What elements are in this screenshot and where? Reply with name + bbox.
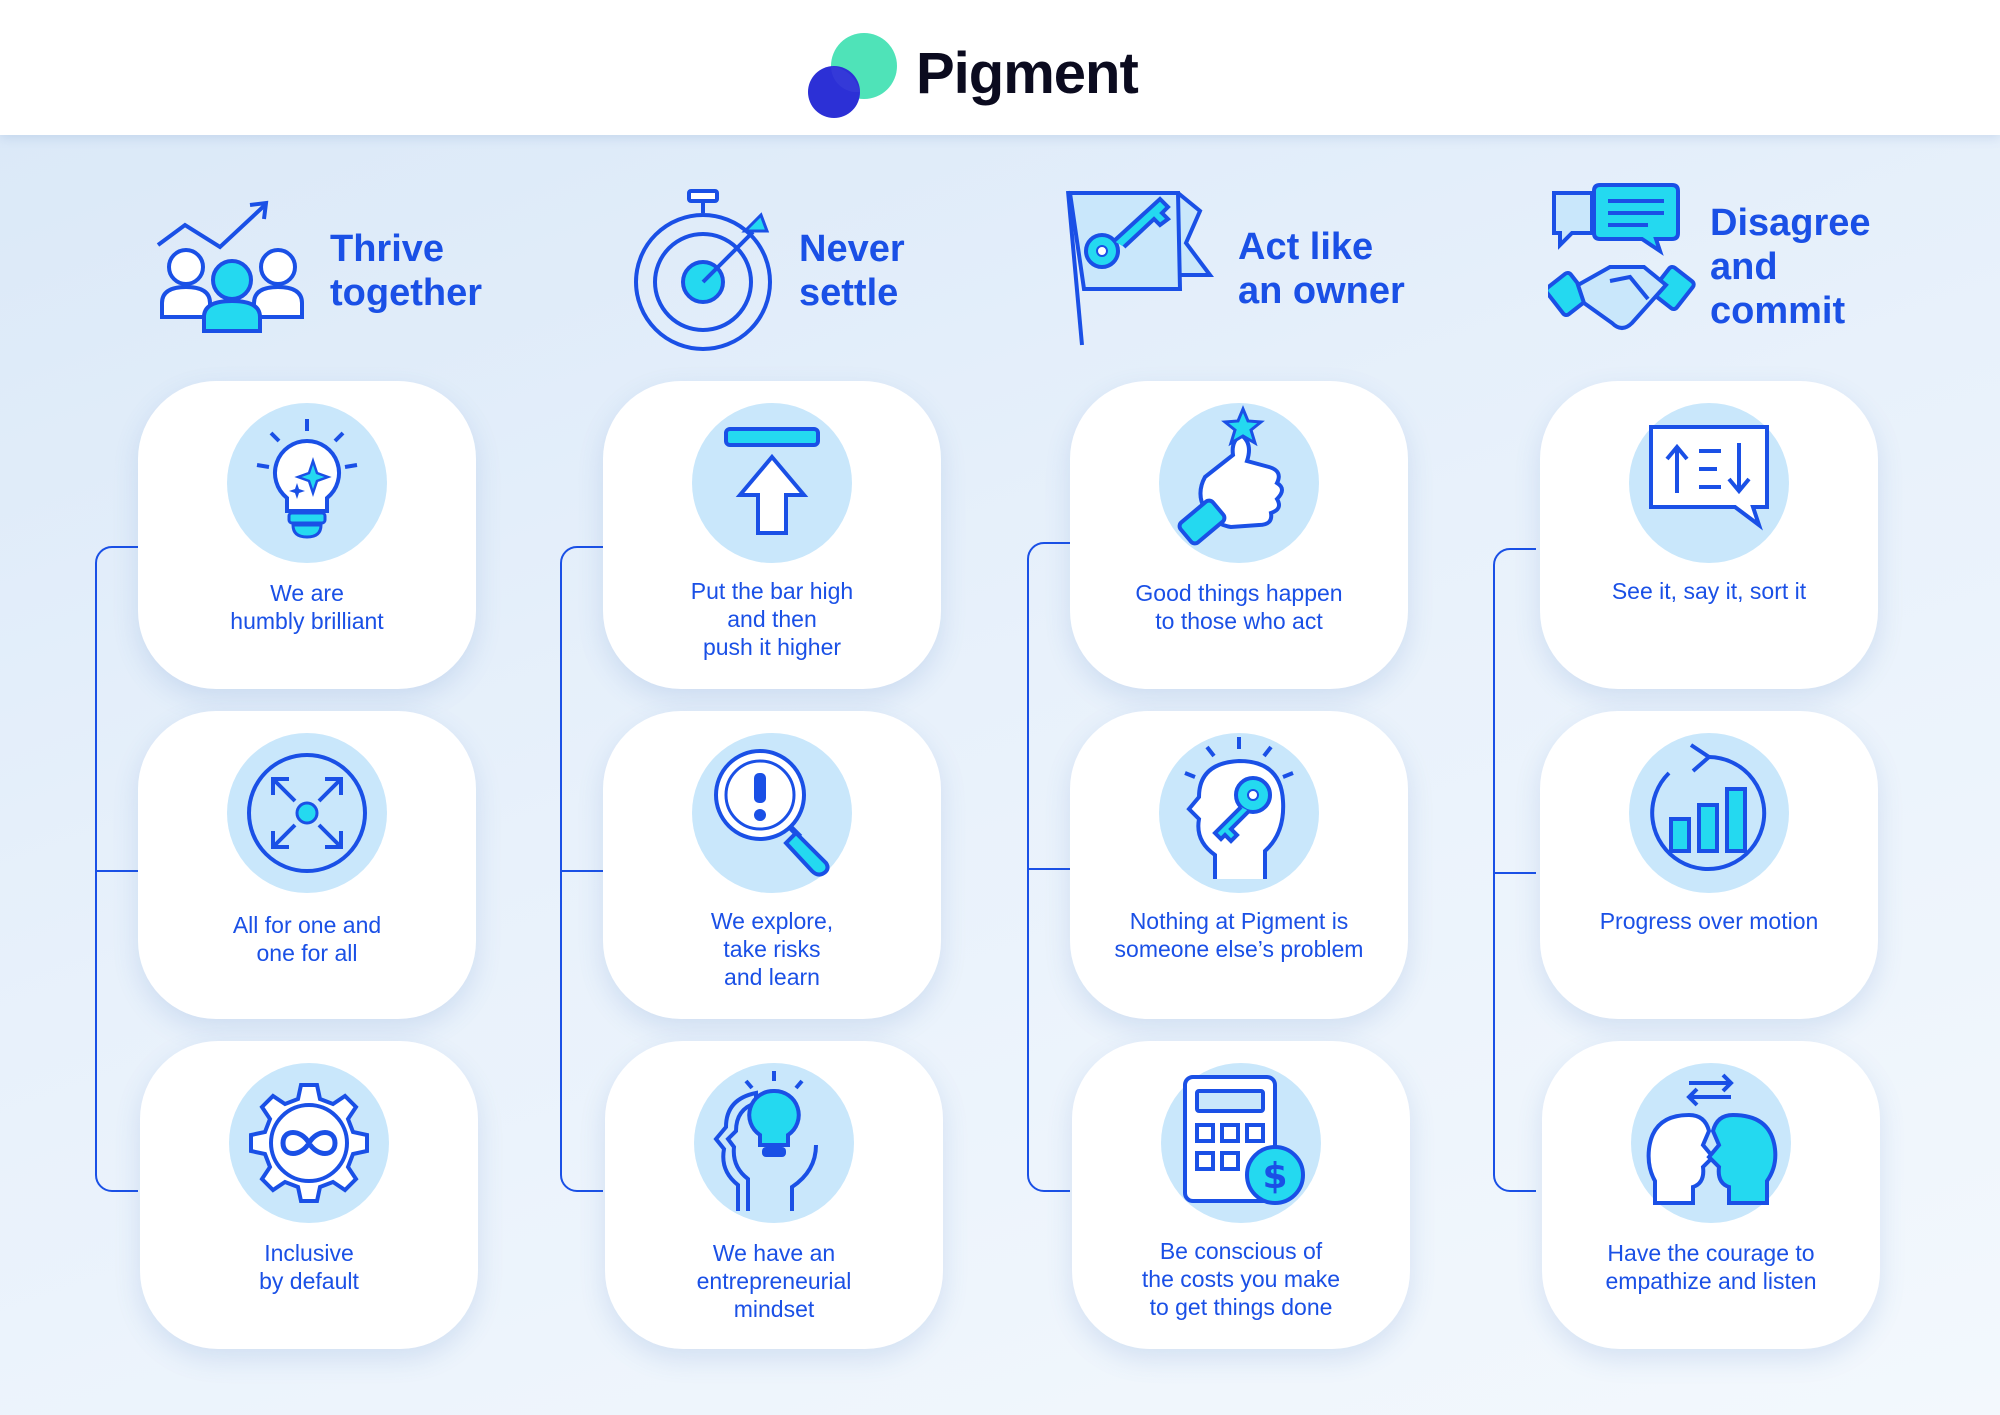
column-bracket [95,546,138,1192]
expand-arrows-icon [247,753,367,873]
value-column-never-settle: Never settle Put the bar high and then p… [555,135,1035,1415]
key-flag-icon [1066,190,1214,346]
head-lightbulb-icon [713,1071,818,1211]
two-heads-exchange-icon [1646,1073,1778,1205]
header-bar: Pigment [0,0,2000,135]
arrow-up-bar-icon [724,427,820,535]
value-card-label: Good things happen to those who act [1135,580,1343,634]
pigment-logo-icon [808,33,897,118]
value-card-label: Be conscious of the costs you make to ge… [1141,1238,1341,1320]
value-card: Inclusive by default [140,1041,478,1349]
gear-infinity-icon [249,1083,369,1203]
value-title: Disagree and commit [1710,202,1871,332]
value-title: Never settle [799,228,905,314]
value-card-label: Have the courage to empathize and listen [1605,1240,1817,1294]
value-column-thrive-together: Thrive together We are humbly brilliant [90,135,570,1415]
value-card: Good things happen to those who act [1070,381,1408,689]
value-card-label: We explore, take risks and learn [710,908,834,990]
value-column-disagree-and-commit: Disagree and commit See it, say it, sort… [1488,135,1968,1415]
value-card: We explore, take risks and learn [603,711,941,1019]
team-growth-icon [156,200,304,333]
head-key-icon [1184,737,1294,879]
brand-name: Pigment [916,41,1139,106]
lightbulb-sparkle-icon [256,419,358,539]
value-card: Put the bar high and then push it higher [603,381,941,689]
value-card-label: Nothing at Pigment is someone else’s pro… [1114,908,1364,962]
value-card: See it, say it, sort it [1540,381,1878,689]
value-card: $ Be conscious of the costs you make to … [1072,1041,1410,1349]
column-bracket [560,546,603,1192]
magnifier-alert-icon [714,749,830,877]
value-card: We are humbly brilliant [138,381,476,689]
value-card-label: We have an entrepreneurial mindset [696,1240,852,1322]
value-card-label: See it, say it, sort it [1611,578,1807,604]
value-column-act-like-an-owner: Act like an owner Good things happen to … [1022,135,1502,1415]
chart-cycle-icon [1650,743,1767,871]
value-card: We have an entrepreneurial mindset [605,1041,943,1349]
value-card: Progress over motion [1540,711,1878,1019]
column-bracket [1493,548,1536,1192]
value-card: Have the courage to empathize and listen [1542,1041,1880,1349]
thumbs-up-star-icon [1177,405,1284,546]
chat-handshake-icon [1548,183,1696,330]
value-card-label: Put the bar high and then push it higher [690,578,854,660]
value-card: All for one and one for all [138,711,476,1019]
value-title: Act like an owner [1238,226,1405,312]
value-card-label: We are humbly brilliant [230,580,384,634]
value-title: Thrive together [330,228,482,314]
target-stopwatch-icon [634,189,772,351]
svg-text:$: $ [1262,1156,1287,1197]
calculator-dollar-icon: $ [1183,1075,1305,1205]
column-bracket [1027,542,1070,1192]
value-card: Nothing at Pigment is someone else’s pro… [1070,711,1408,1019]
value-card-label: Inclusive by default [259,1240,359,1294]
value-card-label: All for one and one for all [232,912,382,966]
value-card-label: Progress over motion [1599,908,1819,934]
sort-speech-icon [1649,425,1769,531]
